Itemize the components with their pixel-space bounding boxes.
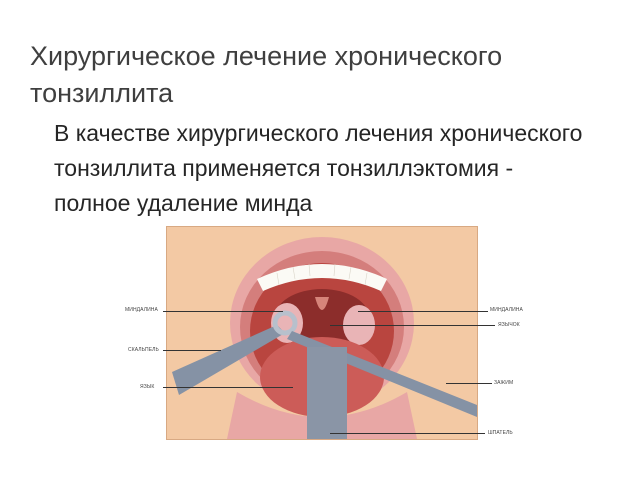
scalpel-tool (172, 325, 285, 395)
callout-line (330, 433, 485, 434)
label-spatula: ШПАТЕЛЬ (488, 430, 513, 436)
bullet-text: В качестве хирургического лечения хронич… (54, 120, 583, 216)
callout-line (358, 311, 488, 312)
callout-line (163, 311, 283, 312)
uvula (315, 297, 329, 310)
label-uvula: ЯЗЫЧОК (498, 322, 520, 328)
spatula-tool (307, 347, 347, 439)
label-tonsil-left: МИНДАЛИНА (125, 307, 158, 313)
mouth-illustration-svg (167, 227, 477, 439)
callout-line (163, 387, 293, 388)
label-clamp: ЗАЖИМ (494, 380, 514, 386)
slide-title: Хирургическое лечение хронического тонзи… (30, 41, 503, 108)
tonsillectomy-illustration (166, 226, 478, 440)
clamp-ring (272, 310, 298, 336)
callout-line (330, 325, 495, 326)
label-tonsil-right: МИНДАЛИНА (490, 307, 523, 313)
upper-teeth (257, 264, 387, 291)
label-tongue: ЯЗЫК (140, 384, 155, 390)
label-scalpel: СКАЛЬПЕЛЬ (128, 347, 159, 353)
callout-line (446, 383, 492, 384)
callout-line (163, 350, 221, 351)
